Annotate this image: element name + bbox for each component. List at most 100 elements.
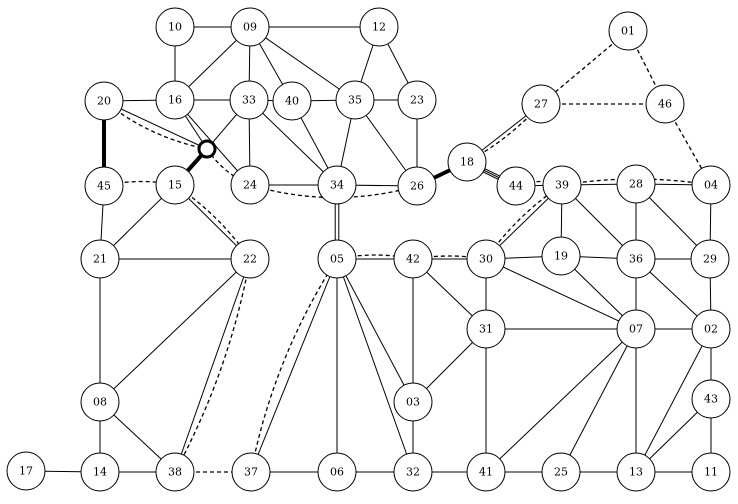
dashed-edge-20-hub: [103, 100, 208, 150]
node-34-circle: [317, 165, 357, 205]
node-28-circle: [616, 164, 656, 204]
edge-02-13: [635, 328, 712, 473]
node-44-label: 44: [509, 180, 523, 193]
node-13-circle: [616, 452, 656, 492]
node-39: 39: [542, 165, 582, 205]
node-38-label: 38: [168, 466, 182, 479]
node-28-label: 28: [629, 178, 643, 191]
node-40-label: 40: [285, 95, 299, 108]
node-43-label: 43: [704, 393, 718, 406]
node-09-circle: [230, 7, 270, 47]
node-23: 23: [397, 80, 437, 120]
node-04-circle: [691, 165, 731, 205]
node-18: 18: [447, 142, 487, 182]
dashed-edge-37-05: [250, 258, 338, 473]
node-12-label: 12: [372, 21, 386, 34]
edge-05-03: [336, 258, 414, 403]
node-05-circle: [317, 239, 357, 279]
node-28: 28: [616, 164, 656, 204]
node-26-circle: [397, 166, 437, 206]
node-27-label: 27: [534, 98, 548, 111]
node-43-circle: [691, 379, 731, 419]
node-37-label: 37: [244, 466, 258, 479]
node-35: 35: [335, 80, 375, 120]
node-32-circle: [393, 452, 433, 492]
node-05: 05: [317, 239, 357, 279]
node-45-circle: [84, 166, 124, 206]
edge-08-22: [99, 258, 251, 403]
node-19-circle: [541, 236, 581, 276]
node-01-label: 01: [621, 25, 635, 38]
edge-33-34: [248, 99, 338, 186]
node-03: 03: [393, 382, 433, 422]
node-41-circle: [466, 452, 506, 492]
node-13-label: 13: [629, 466, 643, 479]
node-31: 31: [466, 309, 506, 349]
node-19-label: 19: [554, 250, 568, 263]
node-15-circle: [155, 165, 195, 205]
node-16-circle: [155, 80, 195, 120]
node-39-circle: [542, 165, 582, 205]
node-11: 11: [691, 452, 731, 492]
edge-30-07: [485, 258, 637, 330]
node-07-circle: [616, 309, 656, 349]
node-16: 16: [155, 80, 195, 120]
node-01: 01: [608, 11, 648, 51]
node-46-label: 46: [658, 98, 672, 111]
node-02: 02: [691, 309, 731, 349]
node-30-circle: [466, 239, 506, 279]
node-10-circle: [155, 7, 195, 47]
node-31-label: 31: [479, 323, 493, 336]
node-35-circle: [335, 80, 375, 120]
node-08-circle: [80, 382, 120, 422]
node-36-circle: [616, 239, 656, 279]
node-42: 42: [393, 239, 433, 279]
node-31-circle: [466, 309, 506, 349]
edge-05-32: [336, 258, 414, 473]
node-46-circle: [645, 84, 685, 124]
edge-07-25: [560, 328, 637, 473]
node-01-circle: [608, 11, 648, 51]
node-04: 04: [691, 165, 731, 205]
node-22: 22: [230, 239, 270, 279]
node-43: 43: [691, 379, 731, 419]
node-21: 21: [80, 239, 120, 279]
node-32-label: 32: [406, 466, 420, 479]
node-18-circle: [447, 142, 487, 182]
node-36-label: 36: [629, 253, 643, 266]
node-10: 10: [155, 7, 195, 47]
edge-07-41: [485, 328, 637, 473]
node-06-circle: [317, 452, 357, 492]
node-21-circle: [80, 239, 120, 279]
node-23-label: 23: [410, 94, 424, 107]
node-09-label: 09: [243, 21, 257, 34]
node-30: 30: [466, 239, 506, 279]
node-23-circle: [397, 80, 437, 120]
node-20: 20: [84, 81, 124, 121]
node-07-label: 07: [629, 323, 643, 336]
node-25-circle: [541, 452, 581, 492]
node-04-label: 04: [704, 179, 718, 192]
node-12-circle: [359, 7, 399, 47]
node-11-circle: [691, 452, 731, 492]
edge-22-38: [174, 258, 251, 473]
node-08-label: 08: [93, 396, 107, 409]
node-12: 12: [359, 7, 399, 47]
node-09: 09: [230, 7, 270, 47]
node-37: 37: [231, 452, 271, 492]
node-17-circle: [6, 451, 46, 491]
node-14: 14: [80, 452, 120, 492]
node-33-label: 33: [242, 94, 256, 107]
node-22-label: 22: [243, 253, 257, 266]
node-25: 25: [541, 452, 581, 492]
node-20-circle: [84, 81, 124, 121]
node-39-label: 39: [555, 179, 569, 192]
node-26: 26: [397, 166, 437, 206]
node-15: 15: [155, 165, 195, 205]
node-27-circle: [521, 84, 561, 124]
node-41: 41: [466, 452, 506, 492]
node-08: 08: [80, 382, 120, 422]
node-16-label: 16: [168, 94, 182, 107]
node-14-label: 14: [93, 466, 107, 479]
